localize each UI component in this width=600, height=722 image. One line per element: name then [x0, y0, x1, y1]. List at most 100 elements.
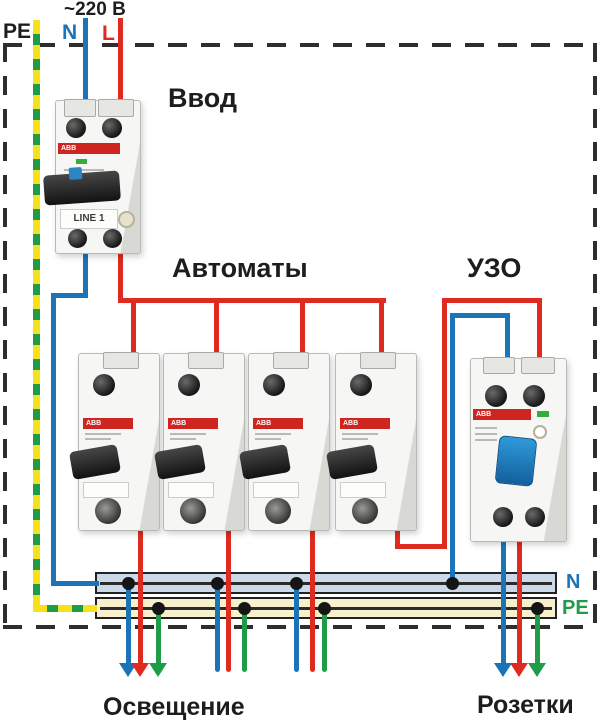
line-drop-breaker-4: [379, 298, 384, 360]
rcd-neutral-output: [501, 525, 506, 665]
main-line-out-drop: [118, 250, 123, 302]
rcd-neutral-feed-up: [450, 313, 455, 587]
enclosure-border-top: [3, 43, 597, 47]
brand-text: ABB: [256, 420, 272, 427]
breaker-3-device: ABB: [238, 352, 330, 531]
line-wire-in: [118, 18, 123, 110]
breaker-2-output: [226, 525, 231, 672]
breaker-label-area: [340, 482, 386, 498]
bottom-terminal-hole: [265, 498, 291, 524]
indicator-led: [537, 411, 549, 417]
breaker-1-output: [138, 525, 143, 665]
rcd-line-output: [517, 525, 522, 665]
enclosure-border-right: [593, 43, 597, 629]
test-button: [118, 211, 135, 228]
print-line: [85, 438, 111, 440]
earth-bus-label: PE: [562, 597, 589, 619]
earth-drop-group-1: [156, 609, 161, 665]
terminal-screw-icon: [66, 118, 86, 138]
rcd-test-button: [533, 425, 547, 439]
earth-junction-1: [152, 602, 165, 615]
terminal-screw-icon: [263, 374, 285, 396]
pe-wire-vertical: [33, 20, 40, 612]
breaker-toggle: [325, 444, 379, 480]
main-breaker-line-label: LINE 1: [60, 209, 118, 229]
rcd-line-feed-down: [537, 298, 542, 370]
breaker-3-output: [310, 525, 315, 672]
breaker-label-area: [83, 482, 129, 498]
rcd-section-label: УЗО: [467, 253, 522, 283]
earth-junction-2: [238, 602, 251, 615]
breaker-brand-band: ABB: [340, 418, 390, 429]
main-breaker-toggle: [43, 166, 121, 206]
sockets-label: Розетки: [477, 691, 574, 719]
breaker-terminal-cap: [188, 352, 224, 369]
terminal-screw-icon: [68, 229, 87, 248]
rcd-neutral-feed-down: [505, 313, 510, 370]
brand-text: ABB: [61, 145, 77, 152]
enclosure-border-bottom: [3, 625, 597, 629]
sockets-earth-arrow: [528, 663, 546, 677]
main-neutral-into-bus: [51, 581, 99, 586]
terminal-screw-icon: [493, 507, 513, 527]
breaker-4-device: ABB: [325, 352, 417, 531]
brand-text: ABB: [171, 420, 187, 427]
toggle-blue-mark: [68, 166, 83, 180]
print-line: [170, 433, 206, 435]
line-distribution-bus: [118, 298, 386, 303]
terminal-screw-icon: [485, 385, 507, 407]
print-line: [475, 439, 497, 441]
terminal-screw-icon: [523, 385, 545, 407]
breaker-terminal-cap: [103, 352, 139, 369]
neutral-junction-1: [122, 577, 135, 590]
breaker-terminal-cap: [273, 352, 309, 369]
breaker-toggle: [68, 444, 122, 480]
breaker-brand-band: ABB: [168, 418, 218, 429]
main-breaker-device: ABB LINE 1: [43, 99, 141, 254]
neutral-junction-3: [290, 577, 303, 590]
print-line: [85, 433, 121, 435]
breaker-label-area: [253, 482, 299, 498]
main-breaker-terminal-cap: [98, 99, 134, 117]
breaker-label-area: [168, 482, 214, 498]
terminal-screw-icon: [350, 374, 372, 396]
earth-drop-group-3: [322, 609, 327, 672]
line-drop-breaker-3: [300, 298, 305, 360]
lighting-earth-arrow: [149, 663, 167, 677]
breaker-2-device: ABB: [153, 352, 245, 531]
breaker-brand-band: ABB: [253, 418, 303, 429]
print-line: [255, 438, 281, 440]
earth-drop-sockets: [535, 609, 540, 665]
sockets-neutral-arrow: [494, 663, 512, 677]
indicator-led: [76, 159, 87, 164]
breaker-4-output-drop: [395, 525, 400, 549]
line1-text: LINE 1: [73, 213, 105, 224]
rcd-line-feed-top: [442, 298, 542, 303]
rcd-terminal-cap: [521, 357, 555, 374]
brand-text: ABB: [343, 420, 359, 427]
terminal-screw-icon: [102, 118, 122, 138]
sockets-line-arrow: [510, 663, 528, 677]
main-breaker-terminal-cap: [64, 99, 96, 117]
pe-top-label: PE: [3, 20, 32, 43]
print-line: [475, 433, 497, 435]
print-line: [64, 169, 104, 171]
neutral-bus-label: N: [566, 571, 581, 593]
neutral-junction-2: [211, 577, 224, 590]
rcd-terminal-cap: [483, 357, 515, 374]
earth-drop-group-2: [242, 609, 247, 672]
breaker-brand-band: ABB: [83, 418, 133, 429]
main-neutral-out-drop: [83, 250, 88, 298]
voltage-label: ~220 В: [64, 0, 126, 20]
rcd-neutral-feed-top: [450, 313, 510, 318]
print-line: [170, 438, 196, 440]
pe-wire-to-bus: [33, 605, 97, 612]
neutral-wire-in: [83, 18, 88, 110]
terminal-screw-icon: [103, 229, 122, 248]
neutral-top-label: N: [62, 21, 78, 44]
brand-text: ABB: [476, 411, 492, 418]
neutral-junction-rcd: [446, 577, 459, 590]
terminal-screw-icon: [178, 374, 200, 396]
breaker-toggle: [153, 444, 207, 480]
